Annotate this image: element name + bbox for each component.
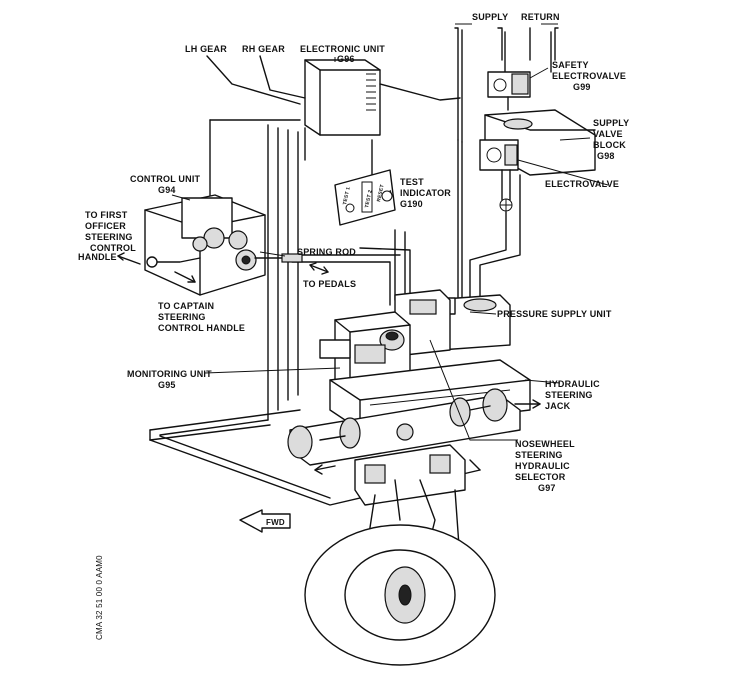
leader-lines bbox=[171, 57, 609, 441]
lower-frame bbox=[149, 409, 481, 506]
spring-rod-label: SPRING ROD bbox=[297, 247, 356, 257]
supply-block-label-3: BLOCK bbox=[593, 140, 626, 150]
test-indicator-g190: TEST 1 TEST 2 RESET bbox=[334, 169, 396, 226]
labels: SUPPLY RETURN LH GEAR RH GEAR ELECTRONIC… bbox=[78, 12, 629, 640]
hydraulic-jack-label: HYDRAULIC bbox=[545, 379, 600, 389]
nose-gear-fork bbox=[354, 444, 466, 561]
control-arrows bbox=[117, 252, 329, 283]
safety-label-2: ELECTROVALVE bbox=[552, 71, 626, 81]
side-reference: CMA 32 51 00 0 AAM0 bbox=[95, 555, 104, 640]
panel-test2-text: TEST 2 bbox=[364, 189, 374, 208]
monitoring-unit-id: G95 bbox=[158, 380, 176, 390]
selector-label-4: SELECTOR bbox=[515, 472, 566, 482]
monitoring-unit-label: MONITORING UNIT bbox=[127, 369, 212, 379]
hydraulic-jack-label-2: STEERING bbox=[545, 390, 593, 400]
first-officer-label-2: OFFICER bbox=[85, 221, 126, 231]
selector-label-2: STEERING bbox=[515, 450, 563, 460]
lh-gear-label: LH GEAR bbox=[185, 44, 227, 54]
fwd-text: FWD bbox=[266, 518, 285, 527]
safety-electrovalve-g99 bbox=[487, 71, 531, 111]
panel-reset-text: RESET bbox=[376, 184, 386, 203]
test-indicator-label-2: INDICATOR bbox=[400, 188, 451, 198]
first-officer-label-4: CONTROL bbox=[90, 243, 136, 253]
test-indicator-id: G190 bbox=[400, 199, 423, 209]
supply-label: SUPPLY bbox=[472, 12, 508, 22]
first-officer-label-5: HANDLE bbox=[78, 252, 117, 262]
nosewheel bbox=[304, 524, 496, 666]
electrovalve-label: ELECTROVALVE bbox=[545, 179, 619, 189]
hydraulic-steering-jack bbox=[287, 388, 541, 475]
panel-test1-text: TEST 1 bbox=[342, 186, 352, 205]
selector-id: G97 bbox=[538, 483, 556, 493]
control-unit-g94 bbox=[144, 194, 303, 296]
supply-block-label-2: VALVE bbox=[593, 129, 623, 139]
captain-label: TO CAPTAIN bbox=[158, 301, 214, 311]
selector-label: NOSEWHEEL bbox=[515, 439, 575, 449]
test-indicator-label: TEST bbox=[400, 177, 424, 187]
electronic-unit-id: G96 bbox=[337, 54, 355, 64]
hydraulic-jack-label-3: JACK bbox=[545, 401, 571, 411]
hydraulic-lines bbox=[457, 139, 521, 301]
supply-block-id: G98 bbox=[597, 151, 615, 161]
safety-id: G99 bbox=[573, 82, 591, 92]
supply-return-lines bbox=[454, 23, 559, 143]
captain-label-2: STEERING bbox=[158, 312, 206, 322]
control-unit-id: G94 bbox=[158, 185, 176, 195]
fwd-arrow: FWD bbox=[239, 509, 291, 533]
first-officer-label: TO FIRST bbox=[85, 210, 128, 220]
to-pedals-label: TO PEDALS bbox=[303, 279, 356, 289]
electronic-unit-label: ELECTRONIC UNIT bbox=[300, 44, 385, 54]
supply-block-label: SUPPLY bbox=[593, 118, 629, 128]
control-unit-label: CONTROL UNIT bbox=[130, 174, 201, 184]
rh-gear-label: RH GEAR bbox=[242, 44, 285, 54]
electronic-unit-g96 bbox=[304, 59, 381, 136]
selector-label-3: HYDRAULIC bbox=[515, 461, 570, 471]
electrovalve bbox=[479, 139, 519, 212]
first-officer-label-3: STEERING bbox=[85, 232, 133, 242]
safety-label: SAFETY bbox=[552, 60, 589, 70]
return-label: RETURN bbox=[521, 12, 560, 22]
captain-label-3: CONTROL HANDLE bbox=[158, 323, 245, 333]
pressure-supply-label: PRESSURE SUPPLY UNIT bbox=[497, 309, 612, 319]
